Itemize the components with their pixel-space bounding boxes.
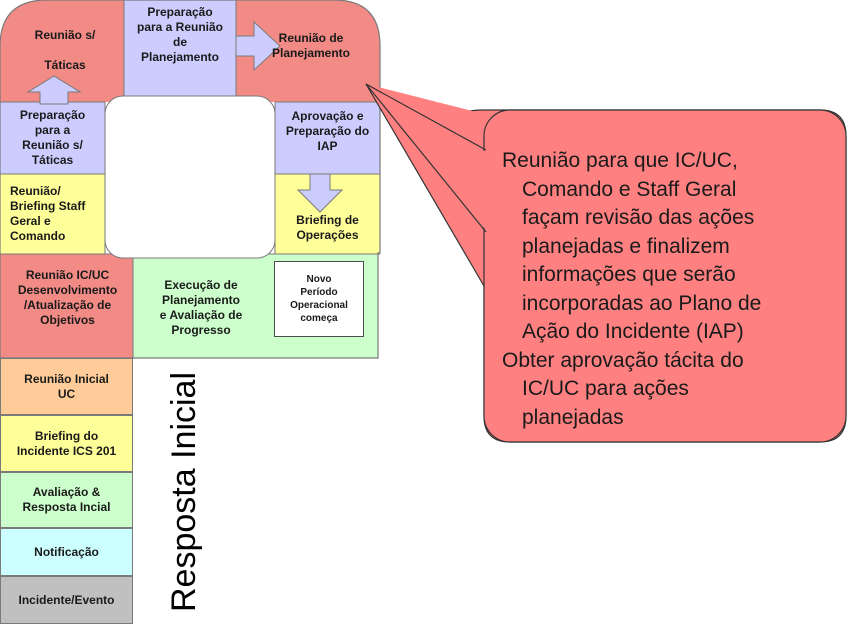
arrow-up-icon bbox=[26, 75, 82, 105]
bg-briefing-staff bbox=[0, 174, 105, 254]
step-reuniao-planejamento: Reunião de Planejamento bbox=[271, 31, 351, 60]
step-preparacao-planejamento: Preparação para a Reunião de Planejament… bbox=[136, 5, 224, 64]
initial-step-notificacao: Notificação bbox=[0, 528, 133, 576]
callout-item-2: Obter aprovação tácita do IC/UC para açõ… bbox=[502, 348, 744, 429]
step-reuniao-taticas: Reunião s/ Táticas bbox=[34, 27, 96, 72]
step-aprovacao-iap: Aprovação e Preparação do IAP bbox=[285, 108, 370, 153]
bg-preparacao-taticas bbox=[0, 102, 105, 174]
bg-preparacao-planejamento bbox=[124, 0, 236, 96]
initial-response-label: Resposta Inicial bbox=[165, 371, 203, 612]
bg-reuniao-icuc bbox=[0, 254, 133, 358]
center-hole bbox=[104, 95, 276, 259]
cycle-outline bbox=[0, 0, 381, 359]
arrow-right-icon bbox=[235, 20, 281, 72]
initial-step-avaliacao: Avaliação & Resposta Incial bbox=[0, 472, 133, 528]
initial-step-reuniao-inicial: Reunião Inicial UC bbox=[0, 358, 133, 415]
step-reuniao-icuc: Reunião IC/UC Desenvolvimento /Atualizaç… bbox=[17, 268, 118, 327]
initial-step-incidente: Incidente/Evento bbox=[0, 576, 133, 624]
step-briefing-operacoes: Briefing de Operações bbox=[296, 213, 359, 242]
callout-text: Reunião para que IC/UC, Comando e Staff … bbox=[502, 147, 832, 432]
step-execucao: Execução de Planejamento e Avaliação de … bbox=[159, 278, 243, 337]
bg-aprovacao-iap bbox=[275, 102, 380, 174]
callout-box bbox=[483, 109, 847, 443]
callout-item-1: Reunião para que IC/UC, Comando e Staff … bbox=[502, 149, 762, 343]
arrow-down-icon bbox=[296, 173, 344, 213]
initial-step-briefing-incidente: Briefing do Incidente ICS 201 bbox=[0, 415, 133, 472]
step-briefing-staff: Reunião/ Briefing Staff Geral e Comando bbox=[10, 184, 86, 243]
step-novo-periodo: Novo Período Operacional começa bbox=[274, 261, 364, 337]
step-preparacao-taticas: Preparação para a Reunião s/ Táticas bbox=[19, 108, 86, 167]
